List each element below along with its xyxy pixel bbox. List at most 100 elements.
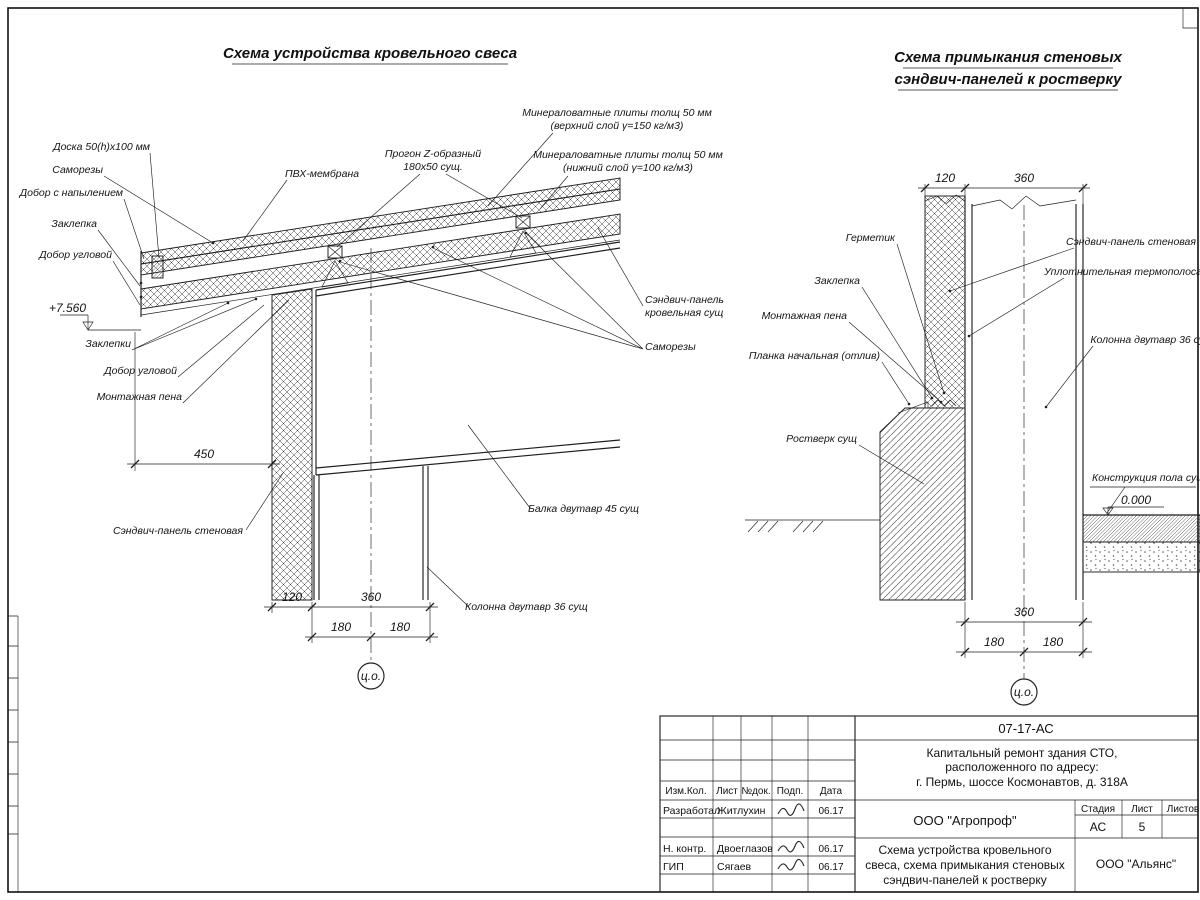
floor-construction [1082, 514, 1200, 573]
axis-label-left: ц.о. [361, 669, 381, 683]
panel-break-mark [924, 194, 966, 205]
person-role-2: ГИП [663, 861, 684, 873]
dim-wall-left: 120 [282, 590, 302, 604]
label-beam: Балка двутавр 45 сущ [528, 503, 639, 515]
sheet-border [7, 7, 1199, 893]
label-foam-left: Монтажная пена [97, 391, 183, 403]
doc-code: 07-17-АС [998, 721, 1053, 736]
label-screws-right: Саморезы [645, 341, 696, 353]
drip-flashing [897, 401, 929, 414]
label-minwool-top-1: Минераловатные плиты толщ 50 мм [522, 107, 712, 119]
right-leader-lines [848, 243, 1196, 514]
label-corner-trim-2: Добор угловой [103, 365, 177, 377]
label-corner-trim-1: Добор угловой [38, 249, 112, 261]
sheet-frame [7, 7, 1199, 893]
margin-table [8, 615, 19, 892]
left-leader-lines [97, 132, 644, 607]
label-start-strip: Планка начальная (отлив) [749, 350, 880, 362]
header-izm-kol: Изм.Кол. [665, 786, 706, 797]
corner-cell [1182, 8, 1198, 29]
right-scheme-title-1: Схема примыкания стеновых [894, 49, 1122, 66]
left-dimensions: 450 120 360 180 180 ц.о. [127, 302, 438, 690]
label-wall-panel-left: Сэндвич-панель стеновая [113, 525, 243, 537]
axis-circle-left [357, 662, 385, 690]
person-role-0: Разработал [663, 805, 720, 817]
header-data: Дата [820, 786, 843, 797]
purlin-sections [327, 215, 531, 259]
header-sheet: Лист [1131, 804, 1153, 815]
signature-2 [777, 858, 805, 871]
sheet-title-1: Схема устройства кровельного [878, 843, 1051, 857]
label-rivets: Заклепки [85, 338, 131, 350]
header-sheets-total: Листов [1167, 804, 1200, 815]
grillage-section [879, 407, 966, 601]
support-brackets [321, 230, 537, 288]
header-podp: Подп. [777, 786, 804, 797]
project-name-3: г. Пермь, шоссе Космонавтов, д. 318А [916, 775, 1128, 789]
person-date-2: 06.17 [818, 862, 843, 873]
elevation-value-left: +7.560 [49, 301, 86, 315]
right-top-dimensions: 120 360 [918, 171, 1090, 205]
label-column-left: Колонна двутавр 36 сущ [465, 601, 588, 613]
right-scheme-title-2: сэндвич-панелей к ростверку [895, 71, 1123, 88]
label-minwool-bot-2: (нижний слой γ=100 кг/м3) [563, 162, 693, 174]
label-roof-panel-2: кровельная сущ [645, 307, 723, 319]
wall-panel-section-right [924, 195, 966, 409]
foam-joint [931, 399, 957, 407]
header-list: Лист [716, 786, 738, 797]
org-customer: ООО "Альянс" [1096, 857, 1176, 871]
elevation-value-right: 0.000 [1121, 493, 1151, 507]
wall-panel-section [271, 288, 313, 601]
elevation-mark-right: 0.000 [1102, 493, 1164, 516]
dim-half2-right: 180 [1043, 635, 1063, 649]
label-sealant: Герметик [846, 232, 896, 244]
elevation-flag-icon [82, 321, 94, 331]
label-rivet: Заклепка [51, 218, 97, 230]
axis-circle-right [1010, 678, 1038, 706]
title-block: 07-17-АС Капитальный ремонт здания СТО, … [659, 715, 1200, 893]
person-date-1: 06.17 [818, 844, 843, 855]
axis-label-right: ц.о. [1014, 685, 1034, 699]
dim-half1-right: 180 [984, 635, 1004, 649]
label-purlin-1: Прогон Z-образный [385, 148, 481, 160]
sheet-title-3: сэндвич-панелей к ростверку [883, 873, 1046, 887]
label-minwool-top-2: (верхний слой γ=150 кг/м3) [551, 120, 684, 132]
right-scheme: Схема примыкания стеновых сэндвич-панеле… [745, 49, 1200, 706]
dim-column-left: 360 [361, 590, 381, 604]
left-scheme-title: Схема устройства кровельного свеса [223, 45, 517, 62]
panel-liner-line [140, 239, 621, 316]
dim-overhang: 450 [194, 447, 214, 461]
value-stadiya: АС [1090, 820, 1107, 834]
org-developer: ООО "Агропроф" [913, 813, 1017, 828]
dim-wall-right: 120 [935, 171, 955, 185]
label-foam-right: Монтажная пена [762, 310, 848, 322]
project-name-2: расположенного по адресу: [945, 760, 1099, 774]
signature-1 [777, 840, 805, 853]
elevation-flag-icon [1102, 507, 1114, 516]
beam-dvutavr-45 [315, 241, 621, 476]
value-sheet: 5 [1139, 820, 1146, 834]
project-name-1: Капитальный ремонт здания СТО, [927, 746, 1118, 760]
column-dvutavr-36-right [964, 195, 1084, 600]
roof-assembly [139, 177, 621, 317]
dim-half1-left: 180 [331, 620, 351, 634]
dim-column-top-right: 360 [1014, 171, 1034, 185]
label-thermal-strip: Уплотнительная термополоса [1043, 266, 1200, 278]
elevation-mark-left: +7.560 [49, 301, 141, 331]
label-grillage: Ростверк сущ [786, 433, 857, 445]
fastener-dots [139, 231, 528, 305]
signature-0 [777, 803, 805, 816]
header-ndok: №док. [741, 786, 770, 797]
left-scheme: Схема устройства кровельного свеса [19, 45, 724, 690]
label-column-right: Колонна двутавр 36 сущ [1090, 334, 1200, 346]
label-screws-top: Саморезы [52, 164, 103, 176]
right-bottom-dimensions: 360 180 180 ц.о. [956, 602, 1092, 706]
label-purlin-2: 180х50 сущ. [403, 161, 463, 173]
column-dvutavr-36 [313, 466, 429, 600]
title-block-border [659, 715, 1199, 893]
header-stadiya: Стадия [1081, 804, 1115, 815]
person-name-2: Сягаев [717, 861, 752, 873]
dim-column-bottom-right: 360 [1014, 605, 1034, 619]
